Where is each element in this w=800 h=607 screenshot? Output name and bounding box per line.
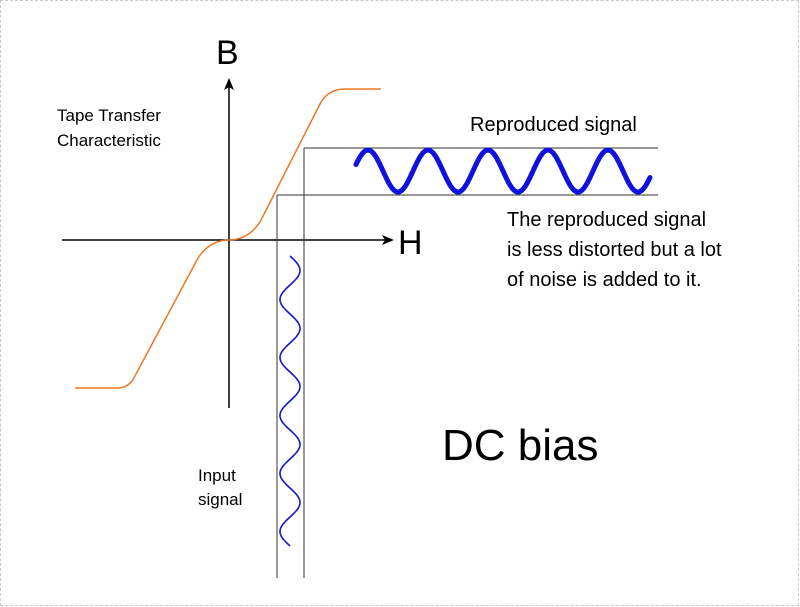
x-axis-label: H [398,224,423,262]
note-line2: is less distorted but a lot [507,239,722,261]
reproduced-signal-wave [353,147,653,195]
y-axis-label: B [216,34,239,72]
note-line3: of noise is added to it. [507,269,702,291]
transfer-label-line2: Characteristic [57,131,161,150]
input-signal-label-line1: Input [198,466,236,485]
reproduced-signal-label: Reproduced signal [470,114,637,136]
input-signal-wave [279,255,301,547]
transfer-label-line1: Tape Transfer [57,106,161,125]
transfer-curve [75,88,381,389]
diagram-title: DC bias [442,421,599,470]
input-signal-label-line2: signal [198,490,242,509]
note-line1: The reproduced signal [507,209,706,231]
